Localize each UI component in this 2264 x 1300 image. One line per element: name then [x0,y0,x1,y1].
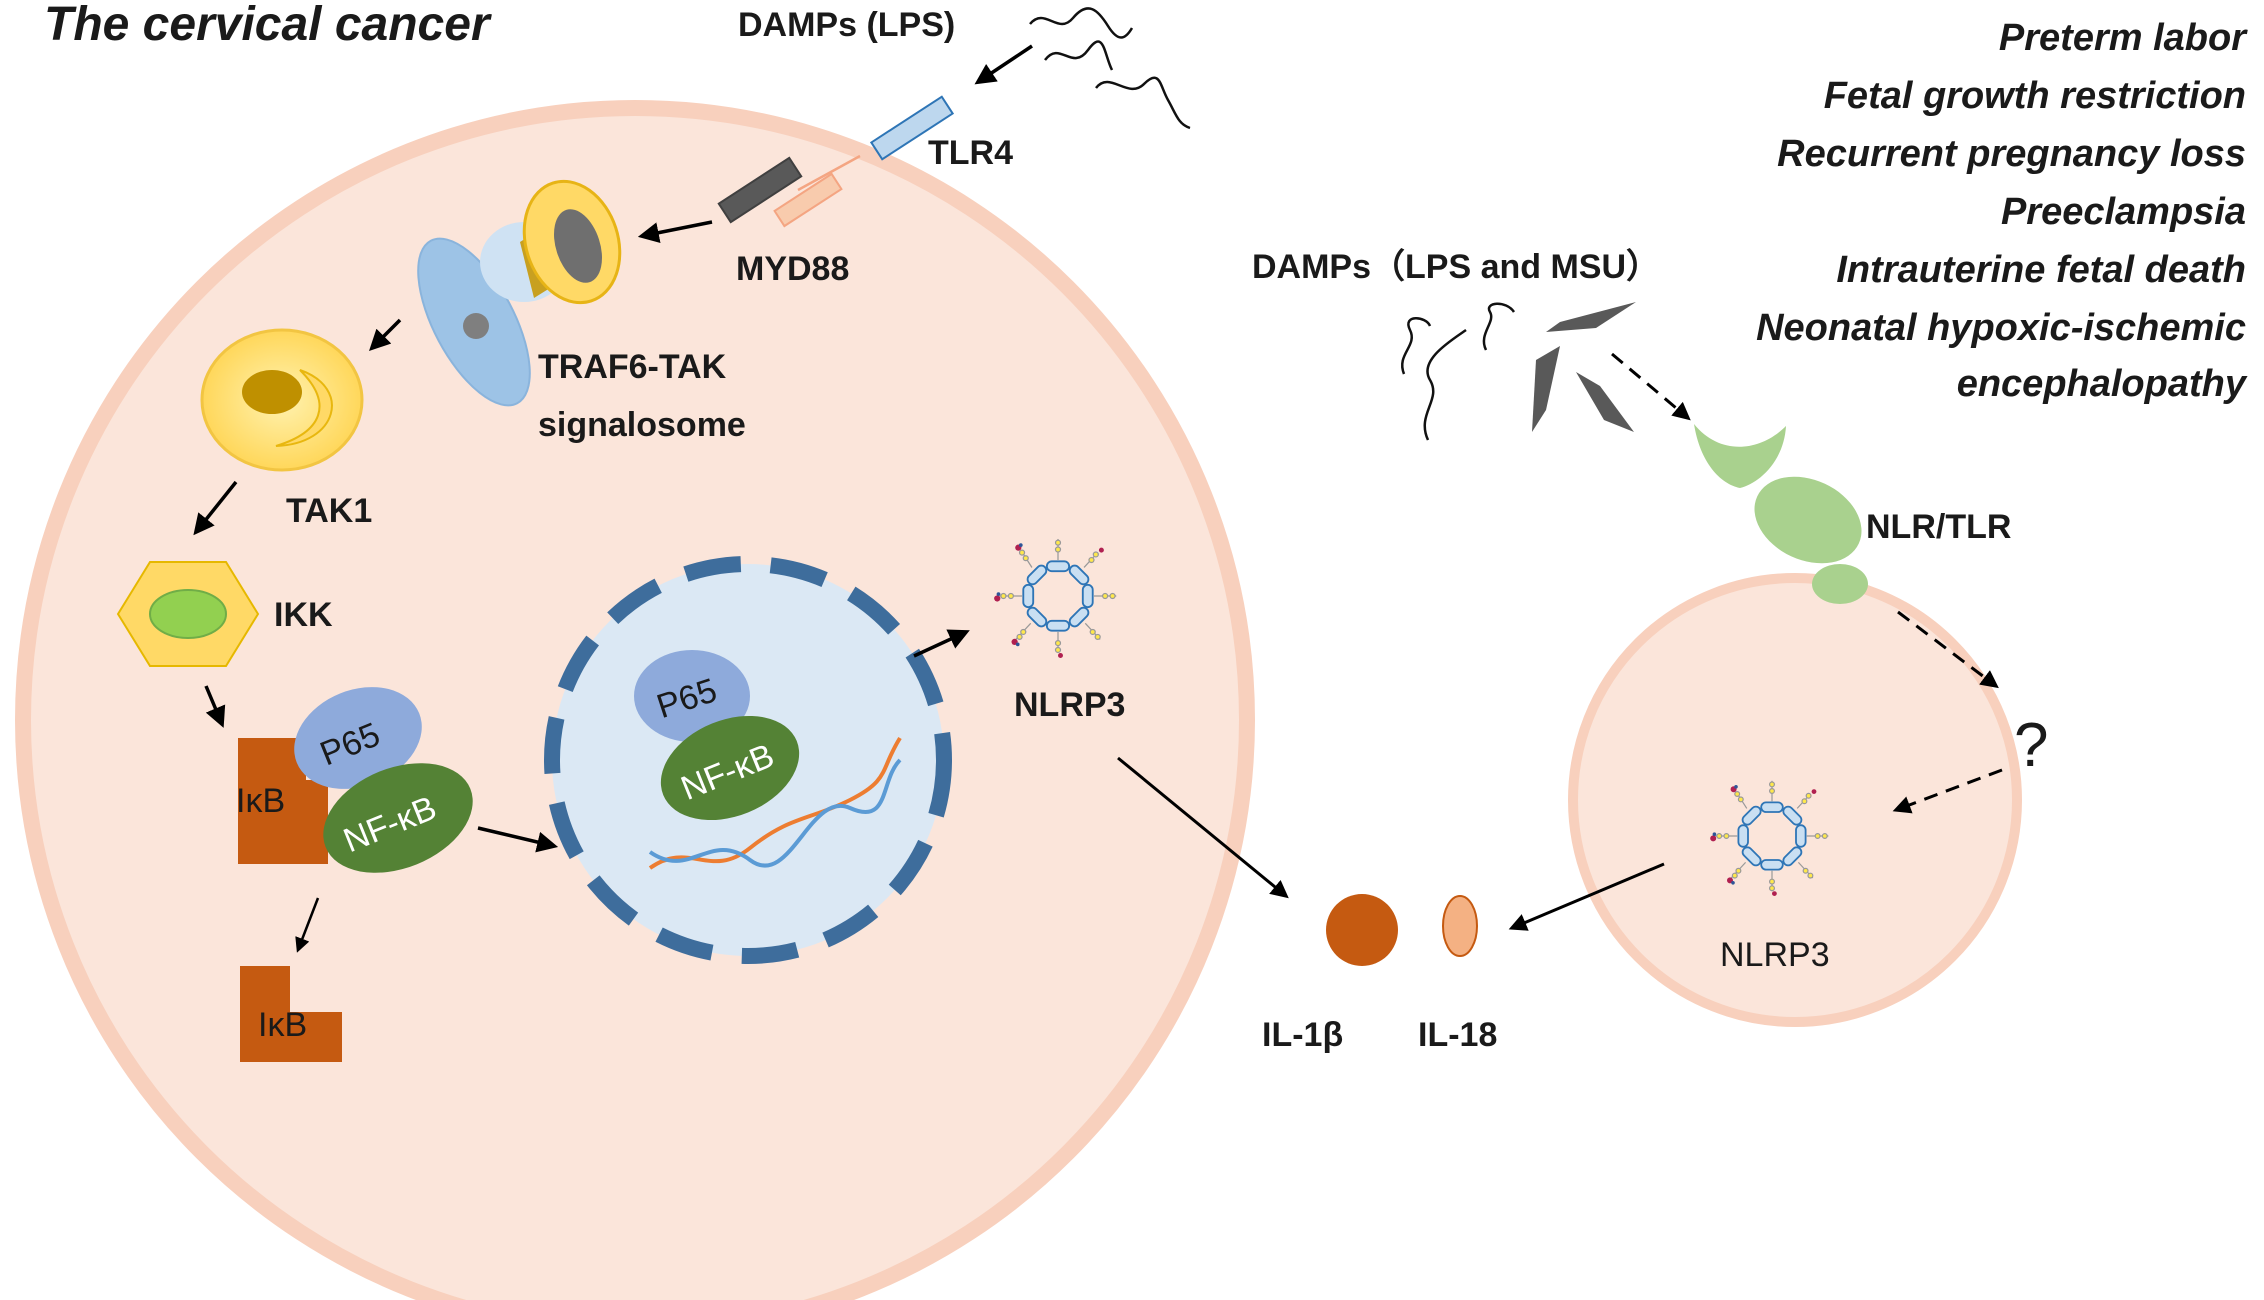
nlr-tlr-receptor [1694,424,1868,604]
arrow-tak1-ikk [193,480,238,536]
arrow-complex-nucleus [477,826,559,853]
outcome-item: Fetal growth restriction [1824,75,2246,117]
ikb-bound-label: IκB [236,782,285,820]
nfkb-protein [323,763,473,873]
damps-lps-label: DAMPs (LPS) [738,6,955,44]
nuclear-nfkb-protein [660,715,800,821]
dna-helix [648,736,902,870]
ikb-free-label: IκB [258,1006,307,1044]
arrow-damps-receptor [1611,352,1691,421]
damps-lps-msu-label: DAMPs（LPS and MSU） [1252,247,1660,286]
arrow-receptor-question [1897,610,1999,689]
arrow-nucleus-nlrp3 [913,629,970,658]
il1b-cytokine [1326,894,1398,966]
lps-squiggles-right [1401,302,1516,441]
outcome-item: Preterm labor [1999,17,2248,59]
arrow-ikk-complex [204,685,226,728]
traf6-label-line1: TRAF6-TAK [538,348,727,386]
question-mark: ? [2014,711,2048,780]
msu-crystals [1532,302,1636,432]
myd88-label: MYD88 [736,250,849,288]
right-cell [1568,573,2022,1027]
nlr-tlr-label: NLR/TLR [1866,508,2011,546]
p65-protein [294,687,422,789]
tak1-label: TAK1 [286,492,372,530]
tlr4-receptor [773,95,955,228]
outcome-item: Neonatal hypoxic-ischemic [1756,307,2246,349]
arrow-right-nlrp3-cytokines [1508,862,1665,931]
ikk-complex [116,561,260,667]
outcome-item: Preeclampsia [2001,191,2246,233]
arrow-question-nlrp3 [1892,768,2003,814]
arrow-damps-tlr4 [974,44,1033,85]
nlrp3-label-right: NLRP3 [1720,936,1830,974]
tlr4-label: TLR4 [928,134,1013,172]
nlrp3-label-left: NLRP3 [1014,686,1125,724]
tak1-protein [200,328,364,472]
outcome-item: Intrauterine fetal death [1836,249,2246,291]
traf6-label-line2: signalosome [538,406,746,444]
traf6-tak-signalosome [417,179,622,407]
ikb-free [240,966,342,1062]
nuclear-p65-protein [634,650,750,742]
myd88-block [717,156,803,224]
diagram-title: The cervical cancer [44,0,492,51]
outcome-item: encephalopathy [1957,363,2248,405]
il18-cytokine [1442,895,1478,957]
arrow-ikb-release [295,897,320,953]
arrow-myd88-traf6 [637,220,713,244]
outcomes-list: Preterm labor Fetal growth restriction R… [1756,17,2248,405]
ikk-label: IKK [274,596,333,634]
arrow-nlrp3-cytokines [1117,756,1289,899]
lps-squiggles [1029,7,1191,130]
arrow-traf6-tak1 [369,318,402,351]
il1b-label: IL-1β [1262,1016,1343,1054]
outcome-item: Recurrent pregnancy loss [1777,133,2246,175]
il18-label: IL-18 [1418,1016,1497,1054]
